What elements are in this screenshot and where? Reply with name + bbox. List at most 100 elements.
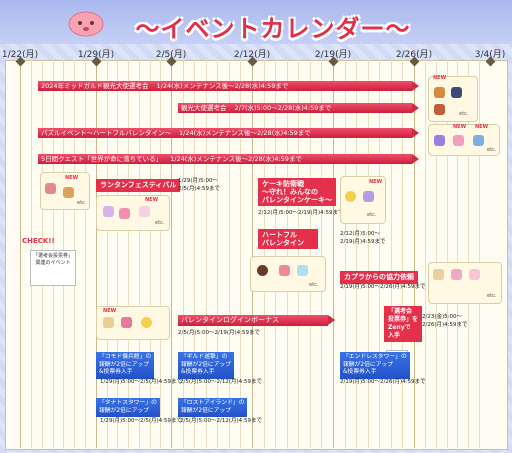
wing-icon — [434, 104, 445, 115]
reward-box-kafra: etc. — [428, 262, 502, 304]
reward-box-login: NEW — [96, 306, 170, 340]
event-bar-puzzle[interactable]: パズルイベント〜ハートフルバレンタイン〜1/24(水)メンテナンス後〜2/28(… — [38, 128, 419, 138]
date-label: 1/29(月) — [77, 50, 115, 60]
page-title: 〜イベントカレンダー〜 — [135, 15, 411, 43]
grid-line — [240, 60, 242, 448]
grid-line — [435, 60, 437, 448]
card-icon — [279, 265, 290, 276]
event-label-lantern[interactable]: ランタンフェスティバル — [96, 179, 181, 192]
event-bar-login-bonus[interactable]: バレンタインログインボーナス — [178, 315, 335, 326]
event-date: 2/19(月)5:00〜2/26(月)4:59まで — [340, 284, 426, 290]
event-bar-ambassador-vote[interactable]: 観光大使選考会 2/7(水)5:00〜2/28(水)4:59まで — [178, 103, 419, 113]
grid-line — [171, 60, 172, 448]
reward-box-quest: NEW etc. — [40, 172, 90, 210]
grid-line — [85, 60, 87, 448]
event-name: 2024年ミッドガルド観光大使選考会 — [41, 82, 149, 90]
event-date: 2/19(月)4:59まで — [340, 239, 386, 245]
event-label-heartful[interactable]: ハートフル バレンタイン — [258, 229, 318, 249]
reward-box-lantern: NEW etc. — [96, 195, 170, 231]
grid-line — [228, 60, 230, 448]
grid-line — [379, 60, 381, 448]
grid-line — [149, 60, 151, 448]
box-icon — [433, 269, 444, 280]
event-date: 2/12(月)5:00〜2/19(月)4:59まで — [258, 210, 344, 216]
event-date: 1/29(月)5:00〜 — [178, 178, 218, 184]
event-bar-observer-election[interactable]: 2024年ミッドガルド観光大使選考会 1/24(水)メンテナンス後〜2/28(水)… — [38, 81, 419, 91]
event-name: バレンタインログインボーナス — [181, 316, 279, 324]
grid-line — [333, 60, 334, 448]
event-name: 観光大使選考会 — [181, 104, 227, 112]
grid-line — [263, 60, 265, 448]
grid-line — [205, 60, 207, 448]
grid-line — [275, 60, 277, 448]
new-badge: NEW — [65, 175, 79, 181]
event-label-cake-defense[interactable]: ケーキ防衛戦 〜守れ！みんなの バレンタインケーキ〜 — [258, 178, 336, 206]
event-date: 1/24(水)メンテナンス後〜2/28(水)4:59まで — [156, 82, 289, 90]
bonus-label-guild[interactable]: 「ギルド遊撃」の 報酬が2倍にアップ &投票券入手 — [178, 352, 235, 379]
etc-label: etc. — [155, 220, 165, 226]
headgear-icon — [451, 269, 462, 280]
grid-line — [128, 60, 130, 448]
grid-line — [390, 60, 392, 448]
bonus-label-endless[interactable]: 「エンドレスタワー」の 報酬が2倍にアップ &投票券入手 — [340, 352, 410, 379]
grid-line — [182, 60, 184, 448]
date-label: 3/4(月) — [474, 50, 506, 60]
etc-label: etc. — [459, 111, 469, 117]
grid-line — [446, 60, 448, 448]
grid-line — [367, 60, 369, 448]
event-bar-5day-quest[interactable]: 5日間クエスト「世界が命に落ちている」 1/24(水)メンテナンス後〜2/28(水… — [38, 154, 419, 164]
new-badge: NEW — [453, 124, 467, 130]
event-date: 2/5(月)5:00〜2/12(月)4:59まで — [180, 418, 262, 424]
date-label: 2/19(月) — [314, 50, 352, 60]
grid-line — [20, 60, 21, 448]
cape-icon — [451, 87, 462, 98]
event-date: 2/7(水)5:00〜2/28(水)4:59まで — [234, 104, 332, 112]
grid-line — [424, 60, 426, 448]
date-label: 2/26(月) — [395, 50, 433, 60]
puzzle-box-icon — [434, 135, 445, 146]
grid-line — [106, 60, 108, 448]
bonus-label-komodo[interactable]: 「コモド傭兵館」の 報酬が2倍にアップ &投票券入手 — [96, 352, 155, 379]
new-badge: NEW — [103, 308, 117, 314]
event-date: 2/5(月)4:59まで — [178, 186, 220, 192]
egg-icon — [363, 191, 374, 202]
calendar-panel — [5, 60, 508, 450]
date-label: 2/5(月) — [155, 50, 187, 60]
event-date: 1/24(水)メンテナンス後〜2/28(水)4:59まで — [179, 129, 311, 137]
chocolate-icon — [257, 265, 268, 276]
grid-line — [217, 60, 219, 448]
grid-line — [298, 60, 300, 448]
event-name: 5日間クエスト「世界が命に落ちている」 — [41, 155, 163, 163]
reward-box-cake: NEW etc. — [340, 176, 386, 224]
event-label-ticket-zeny[interactable]: 「選考会 投票券」を Zenyで 入手 — [384, 306, 423, 342]
etc-label: etc. — [77, 200, 87, 206]
grid-line — [414, 60, 415, 448]
event-date: 2/12(月)5:00〜 — [340, 231, 380, 237]
card-icon — [45, 183, 56, 194]
event-label-kafra[interactable]: カプラからの協力依頼 — [340, 271, 418, 284]
grid-line — [321, 60, 323, 448]
gift-icon — [121, 317, 132, 328]
reward-box-heartful: etc. — [250, 256, 326, 292]
reward-box-election: NEW etc. — [428, 75, 478, 122]
pet-icon — [469, 269, 480, 280]
grid-line — [160, 60, 162, 448]
poring-mascot-icon — [68, 11, 104, 37]
grid-line — [194, 60, 196, 448]
coin-icon — [141, 317, 152, 328]
new-badge: NEW — [475, 124, 489, 130]
check-note: 「選考会投票券」 関連のイベント — [30, 250, 76, 286]
bonus-label-lost-island[interactable]: 「ロストアイランド」の 報酬が2倍にアップ — [178, 398, 248, 417]
grid-line — [344, 60, 346, 448]
grid-line — [356, 60, 358, 448]
etc-label: etc. — [487, 147, 497, 153]
hat-icon — [473, 135, 484, 146]
grid-line — [252, 60, 253, 448]
coin-icon — [345, 191, 356, 202]
grid-line — [117, 60, 119, 448]
event-date: 1/24(水)メンテナンス後〜2/28(水)4:59まで — [170, 155, 302, 163]
etc-label: etc. — [367, 212, 377, 218]
date-label: 1/22(月) — [1, 50, 39, 60]
bonus-label-thanatos[interactable]: 「タナトスタワー」の 報酬が2倍にアップ — [96, 398, 160, 417]
grid-line — [138, 60, 140, 448]
